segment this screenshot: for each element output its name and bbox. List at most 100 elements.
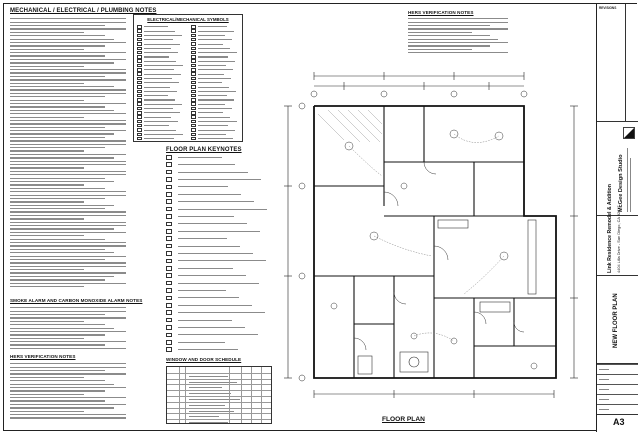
text-line: [10, 113, 126, 115]
legend-symbol-row: [137, 93, 187, 98]
keynote-row: [166, 295, 274, 302]
legend-symbol-row: [191, 119, 241, 124]
keynote-row: [166, 206, 274, 213]
text-line: [10, 52, 126, 54]
keynote-row: [166, 177, 274, 183]
text-line: [408, 35, 490, 37]
keynote-row: [166, 192, 274, 198]
text-line: [408, 21, 508, 23]
schedule-row: [167, 390, 271, 396]
hers-verification-heading-top: HERS VERIFICATION NOTES: [408, 10, 474, 15]
legend-symbol-row: [191, 76, 241, 81]
text-line: [10, 327, 115, 329]
text-line: [10, 35, 106, 37]
mep-notes-heading: MECHANICAL / ELECTRICAL / PLUMBING NOTES: [10, 8, 157, 14]
legend-symbol-row: [191, 93, 241, 98]
firm-box: McGee Design Studio: [597, 122, 638, 216]
title-block: REVISIONS McGee Design Studio Link Resid…: [596, 4, 638, 432]
keynote-row: [166, 310, 274, 316]
legend-symbol-row: [191, 89, 241, 94]
text-line: [408, 31, 472, 34]
text-line: [10, 410, 85, 412]
keynote-row: [166, 266, 274, 272]
keynote-row: [166, 162, 274, 168]
legend-symbol-row: [137, 106, 187, 111]
firm-name: McGee Design Studio: [618, 154, 624, 213]
legend-symbol-row: [137, 63, 187, 68]
text-line: [10, 320, 85, 323]
keynote-row: [166, 332, 274, 339]
project-address: 4404 Lilla Drive - San Diego, CA 92117: [616, 205, 621, 273]
text-line: [10, 252, 115, 254]
text-line: [10, 201, 85, 203]
sheet-info-row: [597, 374, 638, 384]
text-line: [10, 393, 85, 395]
legend-symbol-row: [191, 46, 241, 51]
legend-symbol-row: [191, 102, 241, 106]
keynote-row: [166, 251, 274, 257]
text-line: [10, 275, 115, 278]
legend-symbol-row: [137, 123, 187, 128]
text-line: [10, 231, 126, 234]
text-line: [10, 174, 126, 176]
legend-symbol-row: [191, 63, 241, 68]
keynote-row: [166, 214, 274, 220]
text-line: [10, 197, 106, 200]
sheet-info-row: [597, 404, 638, 414]
legend-symbol-row: [137, 72, 187, 76]
keynote-row: [166, 303, 274, 309]
keynote-row: [166, 288, 274, 294]
text-line: [10, 130, 126, 132]
text-line: [10, 238, 106, 240]
text-line: [10, 310, 126, 312]
text-line: [10, 38, 115, 40]
text-line: [10, 136, 106, 139]
floor-plan-drawing: [284, 72, 578, 398]
keynote-row: [166, 347, 274, 353]
text-line: [10, 89, 126, 91]
text-line: [10, 221, 126, 223]
keynote-row: [166, 236, 274, 242]
sheet-info-box: [597, 364, 638, 414]
legend-symbol-row: [191, 115, 241, 119]
text-line: [10, 397, 126, 399]
text-line: [10, 82, 85, 84]
legend-symbol-row: [137, 59, 187, 63]
text-line: [10, 187, 106, 190]
text-line: [10, 330, 126, 333]
text-line: [10, 99, 85, 101]
legend-symbol-row: [137, 42, 187, 46]
legend-symbol-row: [137, 80, 187, 85]
text-line: [10, 366, 126, 368]
text-line: [10, 390, 106, 392]
firm-contact-text: [625, 142, 631, 212]
legend-symbol-row: [191, 29, 241, 33]
text-line: [10, 102, 126, 105]
schedule-row: [167, 407, 271, 414]
text-line: [10, 313, 106, 316]
text-line: [10, 279, 106, 281]
text-line: [10, 62, 115, 64]
sheet-info-row: [597, 384, 638, 394]
schedule-row: [167, 396, 271, 402]
text-line: [10, 258, 106, 261]
text-line: [10, 75, 106, 78]
project-name: Link Residence Remodel & Addition: [607, 184, 613, 273]
sheet-number: A3: [613, 417, 625, 427]
legend-symbol-row: [137, 136, 187, 141]
text-line: [408, 38, 498, 40]
keynote-row: [166, 184, 274, 191]
legend-symbol-row: [137, 55, 187, 59]
project-box: Link Residence Remodel & Addition 4404 L…: [597, 184, 638, 276]
keynote-row: [166, 317, 274, 324]
text-line: [10, 177, 106, 179]
text-line: [10, 24, 106, 27]
text-line: [10, 167, 85, 169]
text-line: [10, 282, 126, 284]
text-line: [10, 65, 85, 67]
smoke-alarm-text: [10, 306, 126, 351]
keynote-row: [166, 221, 274, 228]
text-line: [10, 86, 115, 88]
text-line: [408, 41, 508, 44]
text-line: [10, 153, 126, 156]
